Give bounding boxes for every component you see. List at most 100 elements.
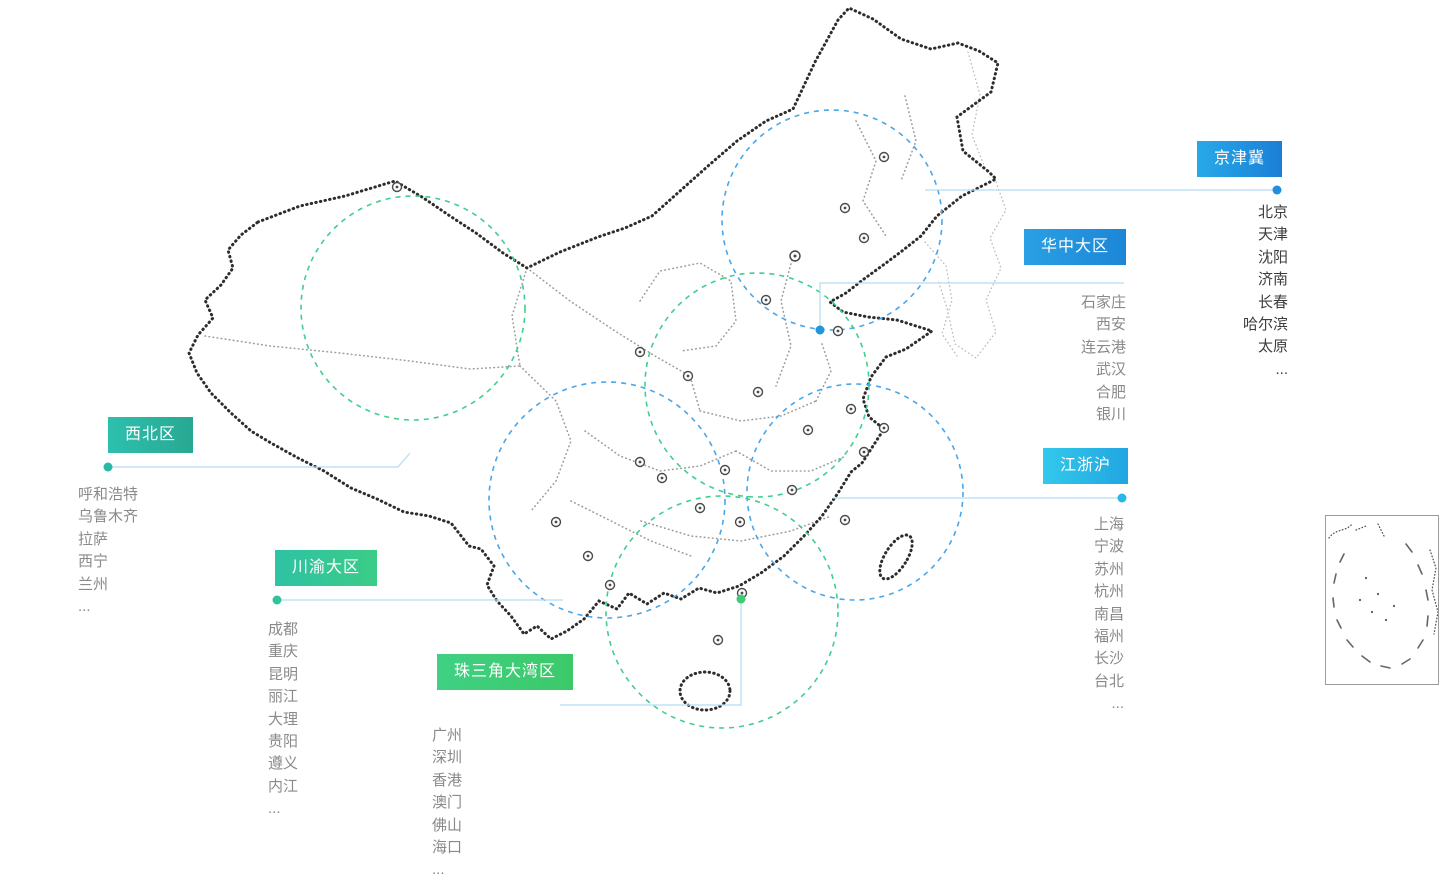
city-list-xibei: 呼和浩特 乌鲁木齐 拉萨 西宁 兰州 ... — [78, 484, 138, 618]
city-marker-icon — [719, 464, 731, 476]
city-item: 武汉 — [1095, 361, 1126, 379]
city-item: 哈尔滨 — [1242, 316, 1288, 334]
city-item: 苏州 — [1093, 560, 1124, 578]
city-item: ... — [268, 800, 281, 818]
city-item: 西宁 — [78, 553, 109, 571]
leader-zhusanjiao — [560, 602, 742, 706]
island-dots — [1358, 576, 1396, 622]
city-item: ... — [432, 861, 445, 879]
leader-xibei — [108, 452, 411, 468]
city-marker-icon — [802, 424, 814, 436]
city-marker-icon — [878, 422, 890, 434]
city-marker-icon — [752, 386, 764, 398]
city-item: 银川 — [1095, 406, 1126, 424]
city-marker-icon — [656, 472, 668, 484]
city-item: 济南 — [1257, 271, 1288, 289]
city-item: 太原 — [1257, 338, 1288, 356]
city-item: 成都 — [268, 621, 299, 638]
city-item: 澳门 — [432, 794, 463, 812]
dot-zhusanjiao — [736, 594, 746, 604]
city-marker-icon — [682, 370, 694, 382]
city-item: ... — [1275, 360, 1288, 378]
region-tag-xibei: 西北区 — [108, 417, 194, 453]
city-item: 丽江 — [268, 688, 299, 706]
city-marker-icon — [712, 634, 724, 646]
city-marker-icon — [634, 346, 646, 358]
nine-dash-line — [1332, 543, 1429, 669]
city-item: 乌鲁木齐 — [78, 508, 139, 526]
dot-jingjinji — [1272, 185, 1282, 195]
city-marker-icon — [839, 514, 851, 526]
city-item: 沈阳 — [1257, 248, 1288, 266]
leader-dots — [103, 185, 1282, 605]
province-borders — [204, 95, 917, 557]
dot-chuanyu — [272, 595, 282, 605]
leader-lines — [108, 189, 1277, 706]
city-item: 拉萨 — [78, 530, 109, 548]
city-marker-icon — [845, 403, 857, 415]
city-item: 海口 — [432, 839, 463, 857]
circle-chuanyu — [488, 381, 726, 619]
city-item: 台北 — [1093, 672, 1124, 690]
dot-huazhong — [815, 325, 825, 335]
city-item: 天津 — [1257, 226, 1288, 244]
south-china-sea-inset-art — [1328, 523, 1439, 669]
city-marker-icon — [858, 446, 870, 458]
city-item: 广州 — [432, 727, 463, 744]
city-marker-icon — [582, 550, 594, 562]
south-china-sea-inset-map — [1325, 515, 1439, 685]
city-item: 重庆 — [268, 643, 299, 661]
city-item: 香港 — [432, 771, 463, 789]
city-item: 北京 — [1257, 204, 1288, 221]
city-item: 兰州 — [78, 575, 109, 593]
city-item: 合肥 — [1095, 383, 1126, 401]
city-item: 遵义 — [268, 755, 299, 773]
city-list-jiangzhehu: 上海 宁波 苏州 杭州 南昌 福州 长沙 台北 ... — [1094, 514, 1124, 716]
city-list-huazhong: 石家庄 西安 连云港 武汉 合肥 银川 — [1081, 292, 1126, 426]
city-item: 杭州 — [1093, 583, 1124, 601]
city-item: 石家庄 — [1080, 294, 1126, 311]
city-marker-icon — [604, 579, 616, 591]
city-item: 大理 — [268, 710, 299, 728]
china-outline — [187, 6, 1000, 712]
city-marker-icon — [832, 325, 844, 337]
region-highlight-circles — [300, 109, 964, 729]
city-marker-icon — [839, 202, 851, 214]
dot-jiangzhehu — [1117, 493, 1127, 503]
circle-xibei — [300, 195, 526, 421]
city-marker-icon — [634, 456, 646, 468]
circle-zhusanjiao — [605, 495, 839, 729]
city-item: 昆明 — [268, 665, 299, 683]
city-marker-icon — [760, 294, 772, 306]
city-item: 连云港 — [1080, 338, 1126, 356]
region-tag-chuanyu: 川渝大区 — [275, 550, 378, 586]
circle-jiangzhehu — [746, 383, 964, 601]
leader-huazhong — [819, 282, 1124, 327]
dot-xibei — [103, 462, 113, 472]
city-markers — [391, 151, 890, 646]
city-marker-icon — [878, 151, 890, 163]
foreign-borders — [924, 51, 1007, 359]
city-item: ... — [1111, 695, 1124, 713]
circle-jingjinji — [721, 109, 943, 331]
city-item: 西安 — [1095, 316, 1126, 334]
region-tag-jiangzhehu: 江浙沪 — [1043, 448, 1129, 484]
city-marker-icon — [858, 232, 870, 244]
city-item: 佛山 — [432, 816, 463, 834]
city-item: 贵阳 — [268, 733, 299, 751]
city-marker-icon — [391, 181, 403, 193]
city-marker-icon — [734, 516, 746, 528]
city-list-zhusanjiao: 广州 深圳 香港 澳门 佛山 海口 ... — [432, 725, 462, 882]
city-item: 南昌 — [1093, 605, 1124, 623]
city-item: 深圳 — [432, 749, 463, 767]
city-item: 呼和浩特 — [78, 486, 139, 503]
city-item: 内江 — [268, 777, 299, 795]
region-tag-huazhong: 华中大区 — [1024, 229, 1127, 265]
city-item: ... — [78, 598, 91, 616]
capital-marker-icon — [789, 250, 801, 262]
city-item: 宁波 — [1093, 538, 1124, 556]
city-item: 福州 — [1093, 628, 1124, 646]
city-item: 长春 — [1257, 293, 1288, 311]
